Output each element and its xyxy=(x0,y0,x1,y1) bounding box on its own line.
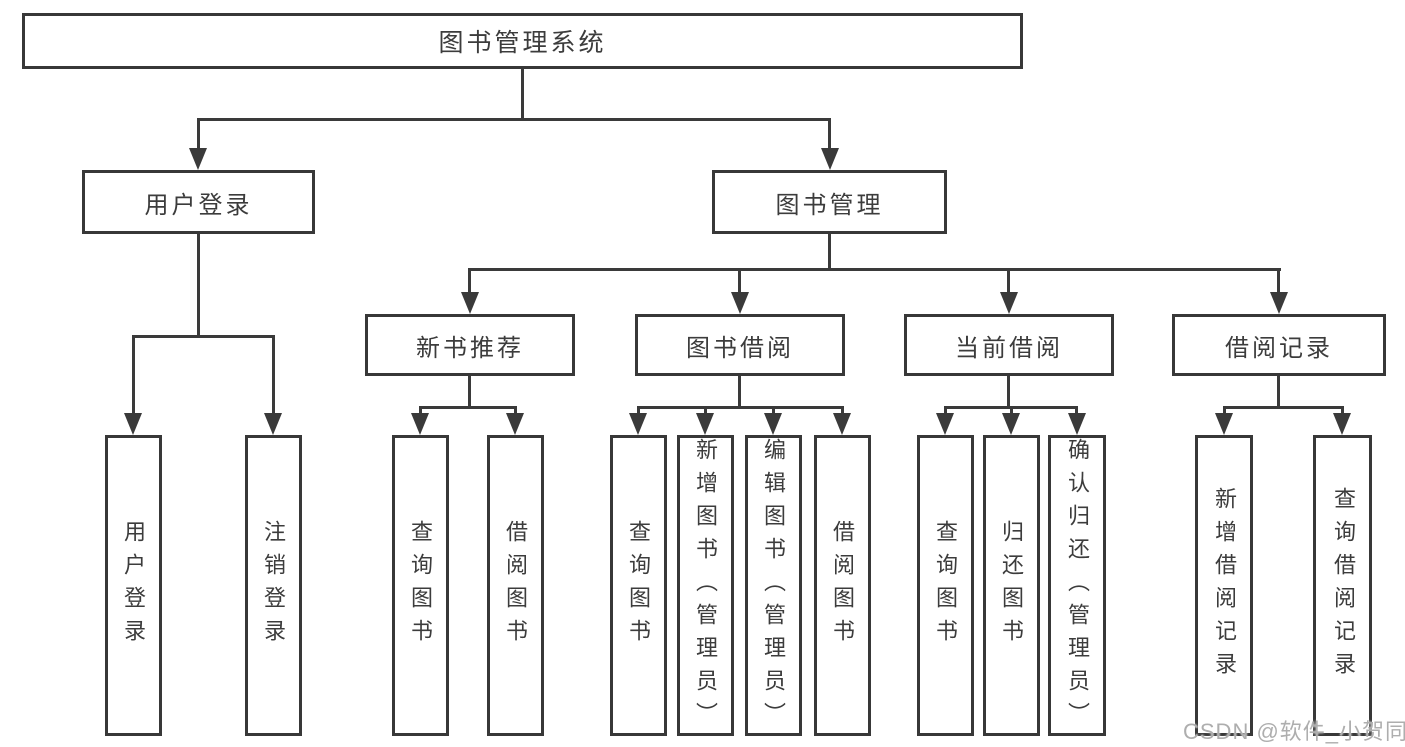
connector-stem xyxy=(738,376,741,408)
connector-drop xyxy=(1277,268,1280,293)
connector-drop xyxy=(637,406,640,415)
arrow-down-icon xyxy=(1000,292,1018,314)
connector-drop xyxy=(272,335,275,413)
connector-root-stem xyxy=(521,69,524,120)
node-new-book-recommend: 新书推荐 xyxy=(365,314,575,376)
connector-drop xyxy=(1010,406,1013,415)
arrow-down-icon xyxy=(764,413,782,435)
leaf-borrow-books-newrec: 借阅图书 xyxy=(487,435,544,736)
leaf-confirm-return-admin: 确认归还（管理员） xyxy=(1048,435,1106,736)
arrow-down-icon xyxy=(1270,292,1288,314)
connector-user-login-drop xyxy=(197,118,200,150)
arrow-down-icon xyxy=(189,148,207,170)
arrow-down-icon xyxy=(1333,413,1351,435)
connector-user-login-stem xyxy=(197,234,200,335)
arrow-down-icon xyxy=(1215,413,1233,435)
node-current-borrow: 当前借阅 xyxy=(904,314,1114,376)
leaf-query-books-newrec: 查询图书 xyxy=(392,435,449,736)
arrow-down-icon xyxy=(629,413,647,435)
connector-stem xyxy=(468,376,471,408)
node-book-management: 图书管理 xyxy=(712,170,947,234)
node-user-login: 用户登录 xyxy=(82,170,315,234)
arrow-down-icon xyxy=(833,413,851,435)
arrow-down-icon xyxy=(821,148,839,170)
arrow-down-icon xyxy=(411,413,429,435)
connector-drop xyxy=(1341,406,1344,415)
csdn-watermark: CSDN @软件_小贺同学 xyxy=(1183,719,1405,744)
connector-drop xyxy=(1075,406,1078,415)
arrow-down-icon xyxy=(1068,413,1086,435)
leaf-return-books: 归还图书 xyxy=(983,435,1040,736)
leaf-query-books-borrow: 查询图书 xyxy=(610,435,667,736)
leaf-query-books-current: 查询图书 xyxy=(917,435,974,736)
connector-drop xyxy=(132,335,135,413)
connector-book-mgmt-drop xyxy=(828,118,831,150)
connector-drop xyxy=(468,268,471,293)
leaf-edit-books-admin: 编辑图书（管理员） xyxy=(745,435,802,736)
connector-drop xyxy=(738,268,741,293)
connector-user-login-branch xyxy=(132,335,275,338)
arrow-down-icon xyxy=(264,413,282,435)
connector-branch xyxy=(637,406,844,409)
leaf-logout-login: 注销登录 xyxy=(245,435,302,736)
connector-drop xyxy=(1007,268,1010,293)
connector-book-mgmt-stem xyxy=(828,234,831,270)
connector-drop xyxy=(1223,406,1226,415)
leaf-add-borrow-record: 新增借阅记录 xyxy=(1195,435,1253,736)
connector-drop xyxy=(944,406,947,415)
leaf-add-books-admin: 新增图书（管理员） xyxy=(677,435,734,736)
arrow-down-icon xyxy=(936,413,954,435)
connector-stem xyxy=(1007,376,1010,408)
arrow-down-icon xyxy=(731,292,749,314)
leaf-borrow-books-borrow: 借阅图书 xyxy=(814,435,871,736)
node-root: 图书管理系统 xyxy=(22,13,1023,69)
arrow-down-icon xyxy=(461,292,479,314)
connector-branch xyxy=(419,406,517,409)
arrow-down-icon xyxy=(124,413,142,435)
connector-level3-branch xyxy=(469,268,1281,271)
connector-level2-branch xyxy=(197,118,831,121)
connector-drop xyxy=(841,406,844,415)
node-book-borrow: 图书借阅 xyxy=(635,314,845,376)
connector-drop xyxy=(419,406,422,415)
arrow-down-icon xyxy=(1002,413,1020,435)
arrow-down-icon xyxy=(696,413,714,435)
leaf-user-login: 用户登录 xyxy=(105,435,162,736)
connector-stem xyxy=(1277,376,1280,408)
leaf-query-borrow-record: 查询借阅记录 xyxy=(1313,435,1372,736)
connector-drop xyxy=(514,406,517,415)
connector-branch xyxy=(1223,406,1344,409)
connector-drop xyxy=(704,406,707,415)
connector-drop xyxy=(772,406,775,415)
arrow-down-icon xyxy=(506,413,524,435)
node-borrow-records: 借阅记录 xyxy=(1172,314,1386,376)
